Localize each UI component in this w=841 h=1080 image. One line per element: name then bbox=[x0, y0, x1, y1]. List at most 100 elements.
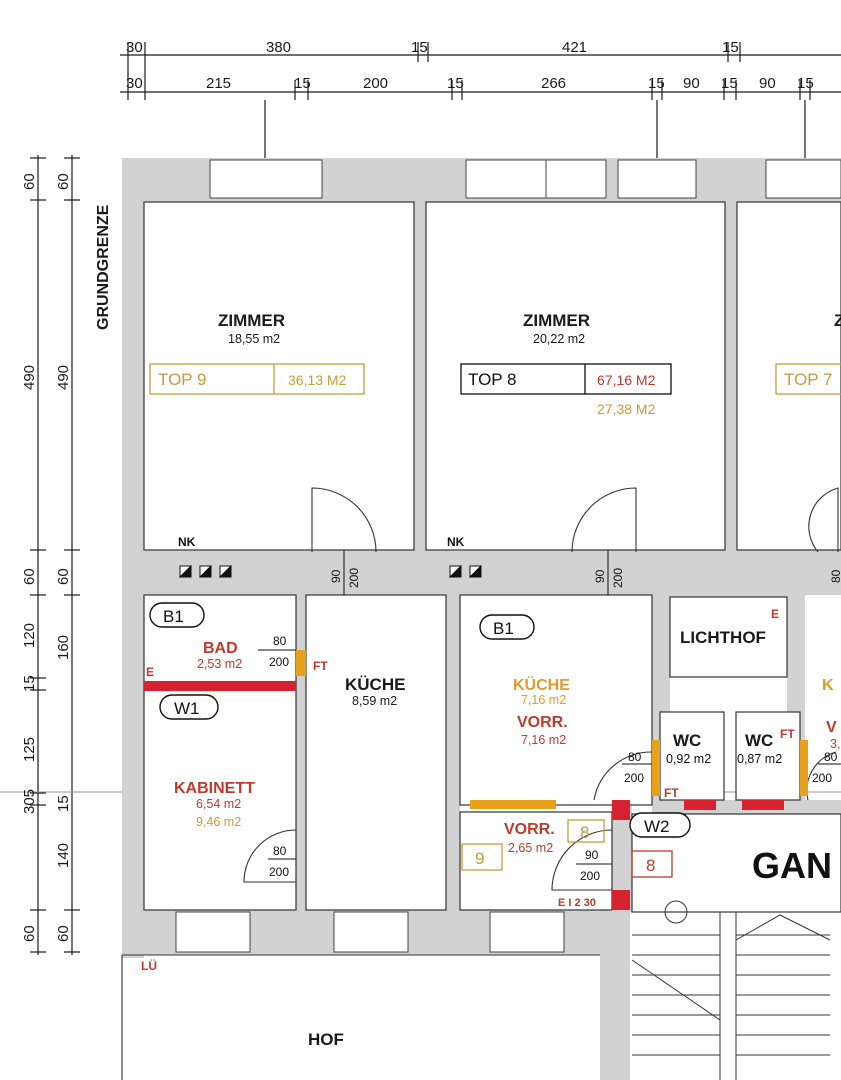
dim-top2-6: 266 bbox=[541, 75, 566, 92]
top8-area2: 27,38 M2 bbox=[597, 401, 656, 417]
dim-top2-5: 15 bbox=[447, 75, 464, 92]
door7-h: 200 bbox=[812, 771, 832, 785]
dim-top2-2: 215 bbox=[206, 75, 231, 92]
dim-top-3: 15 bbox=[411, 39, 428, 56]
dim-left-3: 60 bbox=[21, 568, 38, 585]
vorr1-name: VORR. bbox=[517, 714, 568, 731]
door8-w: 80 bbox=[829, 569, 841, 583]
e2-label: E bbox=[771, 607, 779, 621]
dim-left-7: 305 bbox=[21, 789, 38, 814]
door6-w: 90 bbox=[585, 848, 599, 862]
wc1-name: WC bbox=[673, 731, 701, 750]
door4-w: 80 bbox=[273, 844, 287, 858]
w1-label: W1 bbox=[174, 699, 200, 718]
door-swings bbox=[243, 487, 839, 891]
dim-left-in-5: 60 bbox=[55, 925, 72, 942]
kueche2-area: 7,16 m2 bbox=[521, 693, 566, 707]
ft3-label: FT bbox=[780, 727, 795, 741]
dim-left-in-2: 490 bbox=[55, 365, 72, 390]
gang-name: GAN bbox=[752, 845, 832, 886]
nk1-label: NK bbox=[178, 535, 196, 549]
stairwell bbox=[631, 900, 831, 1080]
dim-top2-3: 15 bbox=[294, 75, 311, 92]
bad-area: 2,53 m2 bbox=[197, 657, 242, 671]
top8-area: 67,16 M2 bbox=[597, 372, 656, 388]
zimmer2-area: 20,22 m2 bbox=[533, 332, 585, 346]
w2-label: W2 bbox=[644, 817, 670, 836]
zimmer1-area: 18,55 m2 bbox=[228, 332, 280, 346]
wc1-area: 0,92 m2 bbox=[666, 752, 711, 766]
dim-top2-10: 90 bbox=[759, 75, 776, 92]
dim-top-5: 15 bbox=[722, 39, 739, 56]
door4-h: 200 bbox=[269, 865, 289, 879]
door6-h: 200 bbox=[580, 869, 600, 883]
top9-area: 36,13 M2 bbox=[288, 372, 347, 388]
zimmer2-name: ZIMMER bbox=[523, 311, 590, 330]
dim-left-2: 490 bbox=[21, 365, 38, 390]
left-dimension-texts: 60 490 60 120 15 125 305 15 140 60 60 49… bbox=[21, 173, 112, 942]
top-box-frames bbox=[149, 363, 841, 878]
vorr2-area: 2,65 m2 bbox=[508, 841, 553, 855]
dim-left-10: 60 bbox=[21, 925, 38, 942]
orange-elements bbox=[296, 650, 808, 809]
top8-label: TOP 8 bbox=[468, 370, 517, 389]
box8b-label: 8 bbox=[646, 856, 655, 875]
door3-w: 80 bbox=[273, 634, 287, 648]
v-partial: V bbox=[826, 719, 837, 736]
door5-h: 200 bbox=[624, 771, 644, 785]
dim-top2-1: 30 bbox=[126, 75, 143, 92]
dim-left-1: 60 bbox=[21, 173, 38, 190]
door7-w: 80 bbox=[824, 750, 838, 764]
dim-left-5: 15 bbox=[21, 675, 38, 692]
door5-w: 80 bbox=[628, 750, 642, 764]
b1b-label: B1 bbox=[493, 619, 514, 638]
dim-top2-4: 200 bbox=[363, 75, 388, 92]
door-dim-lines bbox=[258, 550, 841, 865]
nk2-label: NK bbox=[447, 535, 465, 549]
dim-top2-7: 15 bbox=[648, 75, 665, 92]
door3-h: 200 bbox=[269, 655, 289, 669]
windows bbox=[175, 159, 841, 953]
pills bbox=[149, 602, 691, 838]
dim-top2-11: 15 bbox=[797, 75, 814, 92]
vorr2-name: VORR. bbox=[504, 821, 555, 838]
red-elements bbox=[144, 681, 784, 910]
door2-w: 90 bbox=[593, 569, 607, 583]
dim-left-8: 15 bbox=[55, 795, 72, 812]
dim-top2-8: 90 bbox=[683, 75, 700, 92]
dim-top2-9: 15 bbox=[721, 75, 738, 92]
ei230-label: E I 2 30 bbox=[558, 897, 596, 909]
kueche1-name: KÜCHE bbox=[345, 675, 405, 694]
ft1-label: FT bbox=[313, 659, 328, 673]
dim-left-in-1: 60 bbox=[55, 173, 72, 190]
dim-left-4: 120 bbox=[21, 623, 38, 648]
dim-top-4: 421 bbox=[562, 39, 587, 56]
top9-label: TOP 9 bbox=[158, 370, 207, 389]
hof-name: HOF bbox=[308, 1030, 344, 1049]
b1a-label: B1 bbox=[163, 607, 184, 626]
ft2-label: FT bbox=[664, 786, 679, 800]
grundgrenze-label: GRUNDGRENZE bbox=[95, 204, 112, 330]
vorr1-area: 7,16 m2 bbox=[521, 733, 566, 747]
hof-lines bbox=[121, 954, 600, 1080]
zimmer3-name: Z bbox=[834, 311, 841, 330]
door1-w: 90 bbox=[329, 569, 343, 583]
three-partial: 3, bbox=[830, 737, 840, 751]
dim-top-1: 30 bbox=[126, 39, 143, 56]
wc2-area: 0,87 m2 bbox=[737, 752, 782, 766]
bad-name: BAD bbox=[203, 640, 238, 657]
kabinett-area1: 6,54 m2 bbox=[196, 797, 241, 811]
kabinett-name: KABINETT bbox=[174, 780, 255, 797]
box9-label: 9 bbox=[475, 849, 484, 868]
zimmer1-name: ZIMMER bbox=[218, 311, 285, 330]
dim-left-in-3: 60 bbox=[55, 568, 72, 585]
door1-h: 200 bbox=[347, 568, 361, 588]
dim-left-6: 125 bbox=[21, 737, 38, 762]
dim-left-9: 140 bbox=[55, 843, 72, 868]
kueche1-area: 8,59 m2 bbox=[352, 694, 397, 708]
top-dimension-lines bbox=[120, 42, 841, 205]
kueche2-name: KÜCHE bbox=[513, 675, 570, 694]
door2-h: 200 bbox=[611, 568, 625, 588]
